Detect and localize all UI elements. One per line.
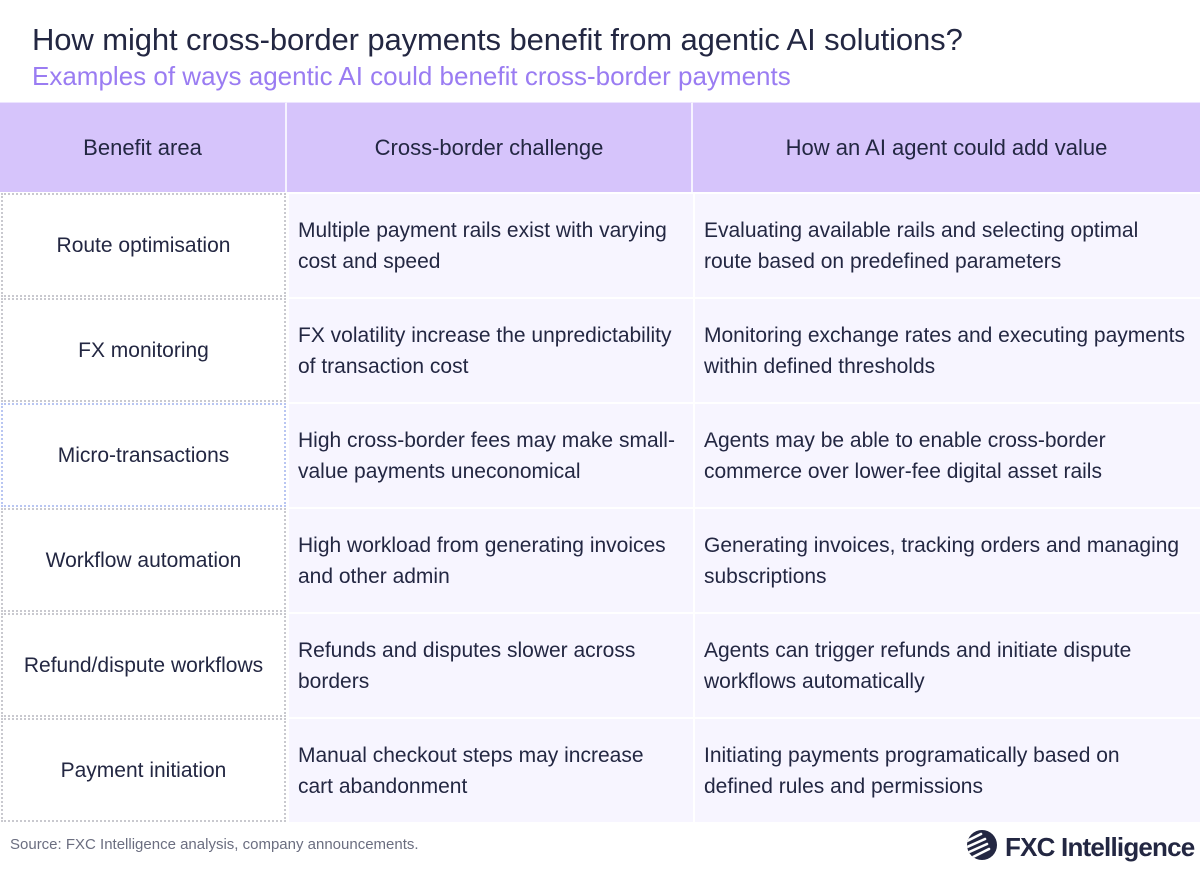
chart-subtitle: Examples of ways agentic AI could benefi… — [32, 61, 791, 91]
table-row-4-ai-value: Generating invoices, tracking orders and… — [693, 507, 1200, 612]
benefits-table: Benefit area Cross-border challenge How … — [0, 102, 1200, 822]
table-row-2-challenge: FX volatility increase the unpredictabil… — [287, 297, 693, 402]
table-row-5-challenge: Refunds and disputes slower across borde… — [287, 612, 693, 717]
table-row-6-ai-value: Initiating payments programatically base… — [693, 717, 1200, 822]
table-row-3-benefit-area: Micro-transactions — [1, 403, 286, 507]
table-row-1-benefit-area: Route optimisation — [1, 193, 286, 297]
table-row-2-ai-value: Monitoring exchange rates and executing … — [693, 297, 1200, 402]
table-row-3-challenge: High cross-border fees may make small-va… — [287, 402, 693, 507]
logo-text: FXC Intelligence — [1005, 832, 1195, 862]
table-row-4-challenge: High workload from generating invoices a… — [287, 507, 693, 612]
fxc-intelligence-logo: FXC Intelligence — [965, 828, 1195, 867]
table-row-2-benefit-area: FX monitoring — [1, 298, 286, 402]
table-row-1-challenge: Multiple payment rails exist with varyin… — [287, 192, 693, 297]
fxc-globe-stripes-icon — [965, 828, 999, 867]
chart-title: How might cross-border payments benefit … — [32, 22, 963, 57]
table-row-1-ai-value: Evaluating available rails and selecting… — [693, 192, 1200, 297]
column-header-benefit-area: Benefit area — [0, 102, 287, 192]
table-row-6-challenge: Manual checkout steps may increase cart … — [287, 717, 693, 822]
table-row-3-ai-value: Agents may be able to enable cross-borde… — [693, 402, 1200, 507]
table-row-6-benefit-area: Payment initiation — [1, 718, 286, 822]
table-row-5-ai-value: Agents can trigger refunds and initiate … — [693, 612, 1200, 717]
table-row-5-benefit-area: Refund/dispute workflows — [1, 613, 286, 717]
source-note: Source: FXC Intelligence analysis, compa… — [10, 836, 419, 853]
column-header-ai-value: How an AI agent could add value — [693, 102, 1200, 192]
column-header-challenge: Cross-border challenge — [287, 102, 693, 192]
table-row-4-benefit-area: Workflow automation — [1, 508, 286, 612]
